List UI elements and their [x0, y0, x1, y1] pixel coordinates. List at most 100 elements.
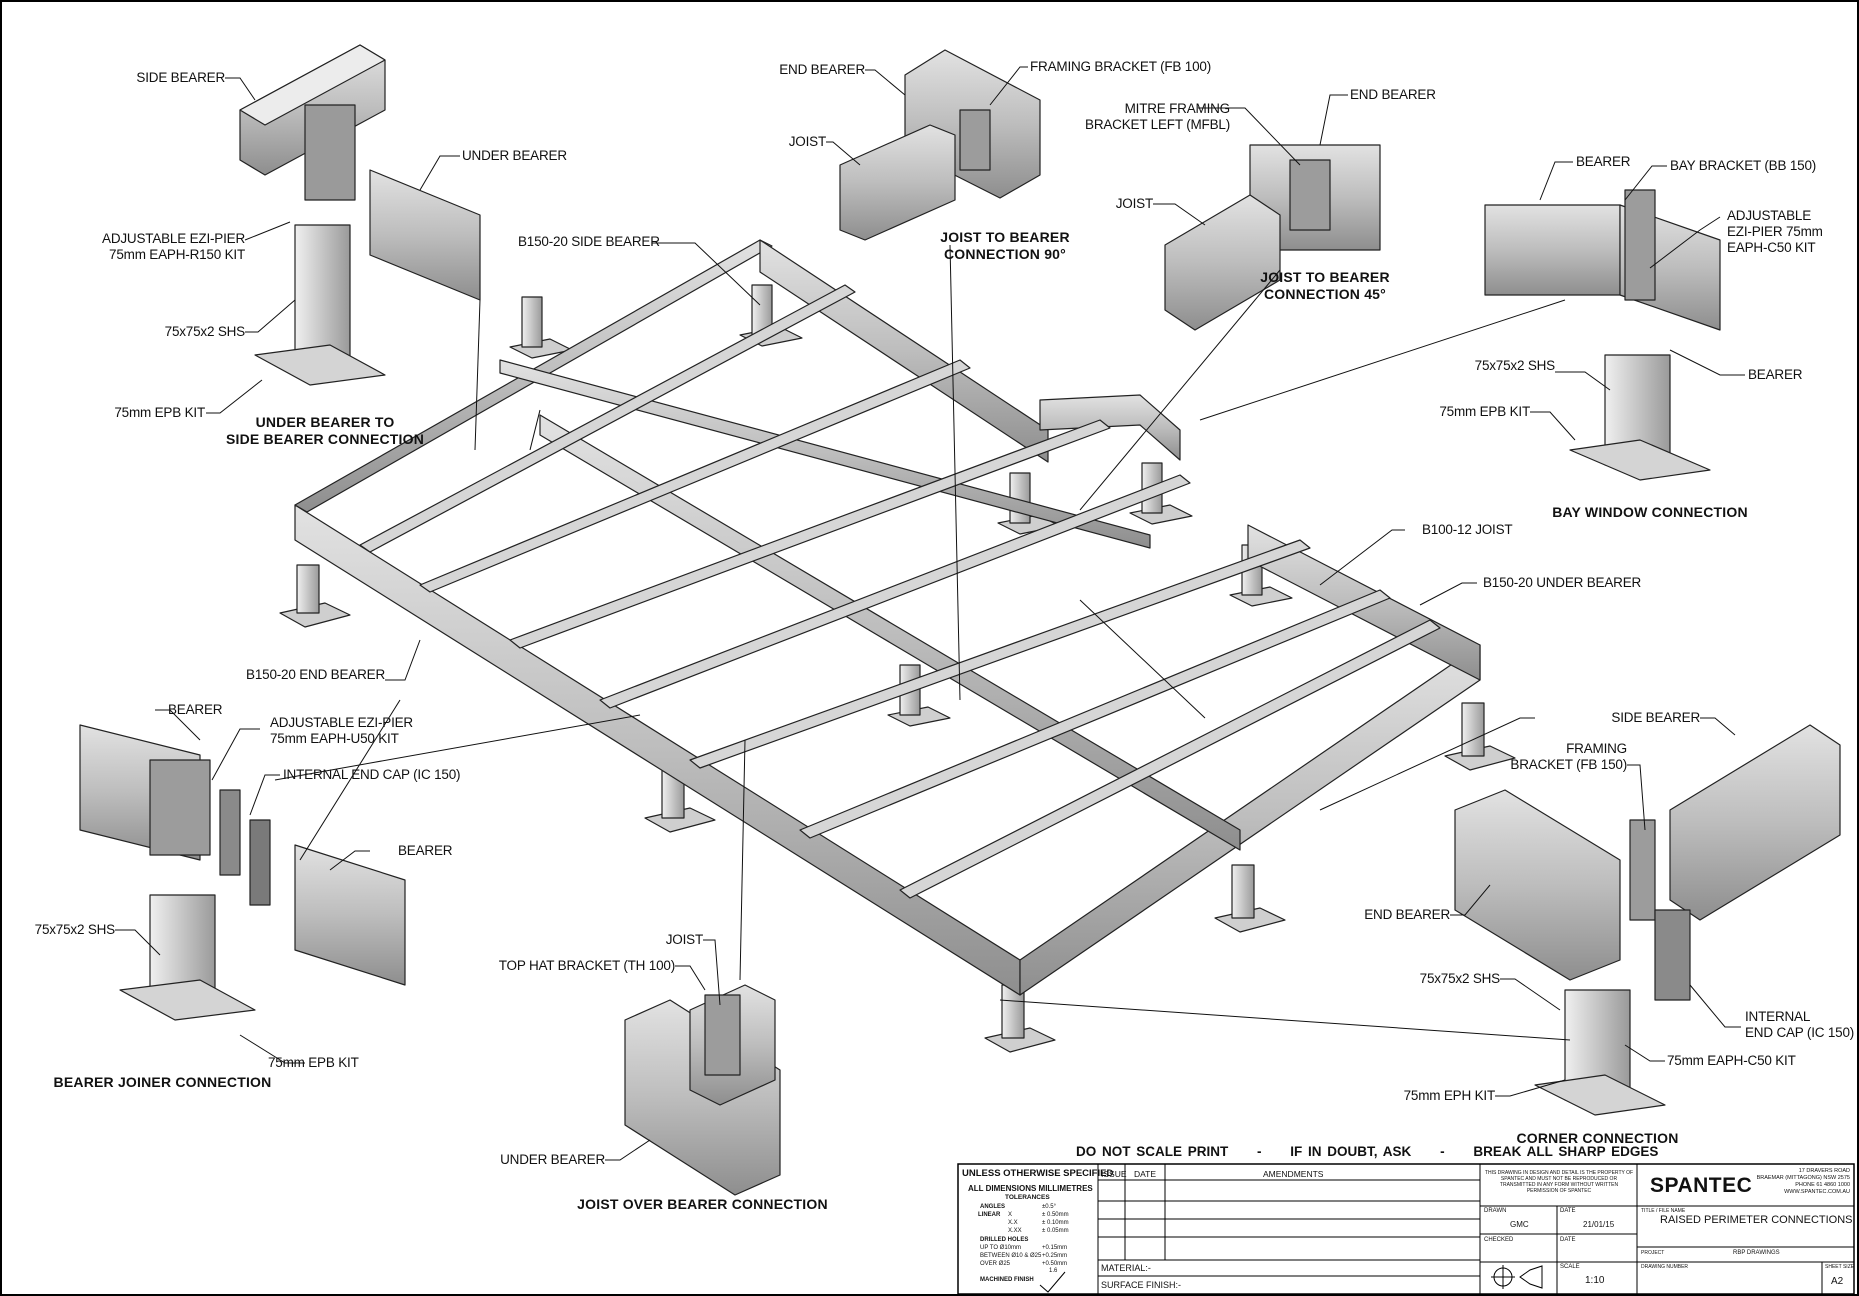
label-b150-side-bearer: B150-20 SIDE BEARER — [518, 234, 660, 249]
tb-property: THIS DRAWING IN DESIGN AND DETAIL IS THE… — [1484, 1170, 1634, 1194]
tb-amendments: AMENDMENTS — [1263, 1169, 1324, 1179]
tb-unless: UNLESS OTHERWISE SPECIFIED — [962, 1168, 1114, 1179]
tb-d1: UP TO Ø10mm — [980, 1245, 1022, 1251]
title-joist45-1: JOIST TO BEARER — [1260, 269, 1390, 285]
joist — [509, 419, 1111, 649]
label-bw-bearer-bottom: BEARER — [1748, 367, 1803, 382]
note-separator: - — [1257, 1144, 1262, 1159]
label-bj-shs: 75x75x2 SHS — [34, 922, 116, 937]
joist — [799, 589, 1391, 839]
label-bj-ezi-2: 75mm EAPH-U50 KIT — [270, 731, 399, 746]
label-cc-eph: 75mm EPH KIT — [1403, 1088, 1496, 1103]
pier-foot — [279, 564, 351, 628]
tb-surface: SURFACE FINISH:- — [1101, 1280, 1182, 1290]
label-top-hat-bracket: TOP HAT BRACKET (TH 100) — [498, 958, 675, 973]
label-bj-epb: 75mm EPB KIT — [268, 1055, 359, 1070]
tb-material: MATERIAL:- — [1101, 1263, 1151, 1273]
label-jo-joist: JOIST — [665, 932, 703, 947]
title-joist90-1: JOIST TO BEARER — [940, 229, 1070, 245]
label-jo-under-bearer: UNDER BEARER — [500, 1152, 605, 1167]
tb-sheet-v: A2 — [1831, 1276, 1844, 1287]
tb-d2: BETWEEN Ø10 & Ø25 — [980, 1253, 1042, 1259]
title-bearer-joiner: BEARER JOINER CONNECTION — [53, 1074, 272, 1090]
label-b150-under-bearer: B150-20 UNDER BEARER — [1483, 575, 1642, 590]
tb-machined: MACHINED FINISH — [980, 1277, 1034, 1283]
detail-joist-over — [624, 984, 781, 1196]
label-cc-eaph: 75mm EAPH-C50 KIT — [1667, 1053, 1796, 1068]
tb-drawn-v: GMC — [1510, 1220, 1529, 1229]
title-under-side-1: UNDER BEARER TO — [255, 414, 395, 430]
tb-checked-lbl: CHECKED — [1484, 1237, 1514, 1243]
tb-sheet-lbl: SHEET SIZE — [1825, 1264, 1855, 1270]
label-end-bearer: END BEARER — [779, 62, 865, 77]
title-corner: CORNER CONNECTION — [1516, 1130, 1679, 1146]
label-side-bearer: SIDE BEARER — [136, 70, 225, 85]
tb-date2-lbl: DATE — [1560, 1237, 1576, 1243]
label-cc-framing-1: FRAMING — [1566, 741, 1627, 756]
pier-foot — [1214, 864, 1286, 933]
title-under-side-2: SIDE BEARER CONNECTION — [225, 431, 425, 447]
joist — [689, 539, 1311, 769]
label-bw-bearer: BEARER — [1576, 154, 1631, 169]
tb-machined-v: 1.6 — [1049, 1268, 1058, 1274]
label-cc-end-bearer: END BEARER — [1364, 907, 1450, 922]
under-bearer-mid — [539, 414, 1241, 851]
tb-drawn-lbl: DRAWN — [1484, 1208, 1507, 1214]
label-bj-ezi-1: ADJUSTABLE EZI-PIER — [270, 715, 413, 730]
tb-lin-xx: X.X — [1008, 1220, 1018, 1226]
tb-scale-v: 1:10 — [1585, 1275, 1605, 1286]
detail-corner — [1454, 724, 1841, 1116]
note-do-not-scale: DO NOT SCALE PRINT — [1076, 1144, 1229, 1159]
tb-drilled: DRILLED HOLES — [980, 1237, 1029, 1243]
tb-addr3: PHONE 61 4860 1000 — [1795, 1182, 1850, 1188]
tb-title-lbl: TITLE / FILE NAME — [1641, 1208, 1686, 1214]
detail-bay-window — [1484, 189, 1721, 481]
tb-project-lbl: PROJECT — [1641, 1250, 1665, 1256]
tb-lin-x: X — [1008, 1212, 1013, 1218]
tb-date-v: 21/01/15 — [1583, 1220, 1615, 1229]
tb-all-dims: ALL DIMENSIONS MILLIMETRES — [968, 1184, 1093, 1193]
detail-joist-45 — [1164, 144, 1381, 331]
tb-d3: OVER Ø25 — [980, 1261, 1011, 1267]
under-bearer-left — [499, 359, 1151, 549]
label-bj-bearer-right: BEARER — [398, 843, 453, 858]
label-bw-shs: 75x75x2 SHS — [1474, 358, 1556, 373]
label-epb-kit: 75mm EPB KIT — [114, 405, 205, 420]
label-joist: JOIST — [788, 134, 826, 149]
tb-lin-xx-v: ± 0.10mm — [1042, 1220, 1069, 1226]
label-bw-ezi-2: EZI-PIER 75mm — [1727, 224, 1823, 239]
tb-addr2: BRAEMAR (MITTAGONG) NSW 2575 — [1756, 1175, 1850, 1181]
label-mitre-bracket: MITRE FRAMING — [1124, 101, 1231, 116]
tb-lin-x-v: ± 0.50mm — [1042, 1212, 1069, 1218]
pier-foot — [509, 296, 573, 359]
bay-bearer — [1039, 394, 1181, 461]
tb-d3-v: +0.50mm — [1042, 1261, 1068, 1267]
tb-tolerances: TOLERANCES — [1005, 1194, 1050, 1201]
title-bay-window: BAY WINDOW CONNECTION — [1552, 504, 1748, 520]
tb-lin-xxx-v: ± 0.05mm — [1042, 1228, 1069, 1234]
tb-issue: ISSUE — [1101, 1169, 1127, 1179]
tb-project-v: RBP DRAWINGS — [1733, 1250, 1780, 1256]
tb-lin-xxx: X.XX — [1008, 1228, 1022, 1234]
pier-foot — [984, 984, 1056, 1053]
label-b150-end-bearer: B150-20 END BEARER — [246, 667, 385, 682]
label-cc-framing-2: BRACKET (FB 150) — [1510, 757, 1627, 772]
label-shs: 75x75x2 SHS — [164, 324, 246, 339]
tb-date: DATE — [1134, 1169, 1157, 1179]
label-joist-45: JOIST — [1115, 196, 1153, 211]
tb-addr1: 17 DRAVERS ROAD — [1798, 1168, 1850, 1174]
label-bw-epb: 75mm EPB KIT — [1439, 404, 1530, 419]
title-joist45-2: CONNECTION 45° — [1264, 286, 1386, 302]
tb-linear: LINEAR — [978, 1212, 1001, 1218]
note-if-in-doubt: IF IN DOUBT, ASK — [1290, 1144, 1412, 1159]
joist — [899, 619, 1441, 899]
title-block-grid — [957, 1163, 1855, 1295]
tb-date-lbl: DATE — [1560, 1208, 1576, 1214]
tb-d2-v: +0.25mm — [1042, 1253, 1068, 1259]
label-cc-side-bearer: SIDE BEARER — [1611, 710, 1700, 725]
label-end-bearer-45: END BEARER — [1350, 87, 1436, 102]
tb-angles: ANGLES — [980, 1204, 1006, 1210]
drawing-notes: DO NOT SCALE PRINT - IF IN DOUBT, ASK - … — [1076, 1144, 1658, 1159]
joist — [359, 284, 856, 553]
